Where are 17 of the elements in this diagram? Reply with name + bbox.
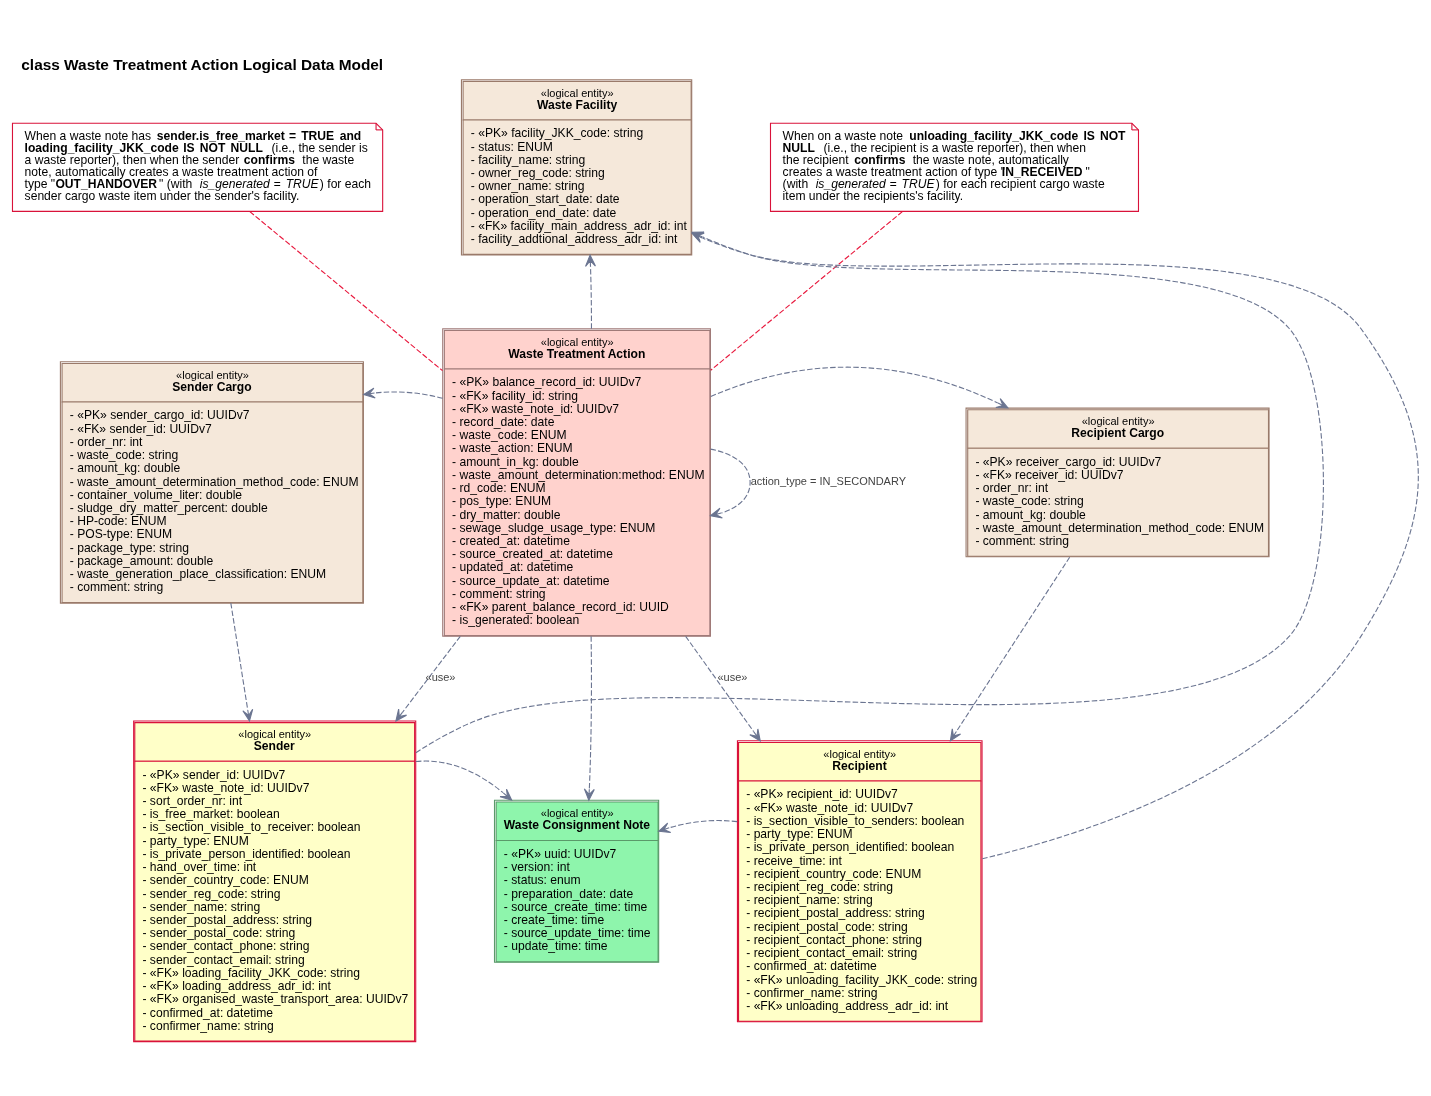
arrow [658,820,738,834]
arrow [415,760,513,801]
diagram-title: class Waste Treatment Action Logical Data Model [21,56,384,74]
arrow [395,635,461,722]
edge-label: «use» [717,671,748,684]
connector [710,211,903,371]
edge-label: action_type = IN_SECONDARY [750,475,907,488]
arrow [230,602,254,722]
connector [249,211,444,372]
arrow [709,448,751,519]
edge-label: «use» [425,671,456,684]
arrow [710,366,1009,409]
arrow [583,635,595,801]
arrow [949,556,1071,742]
arrow [363,387,444,399]
arrow [585,254,596,330]
arrow [685,635,761,742]
